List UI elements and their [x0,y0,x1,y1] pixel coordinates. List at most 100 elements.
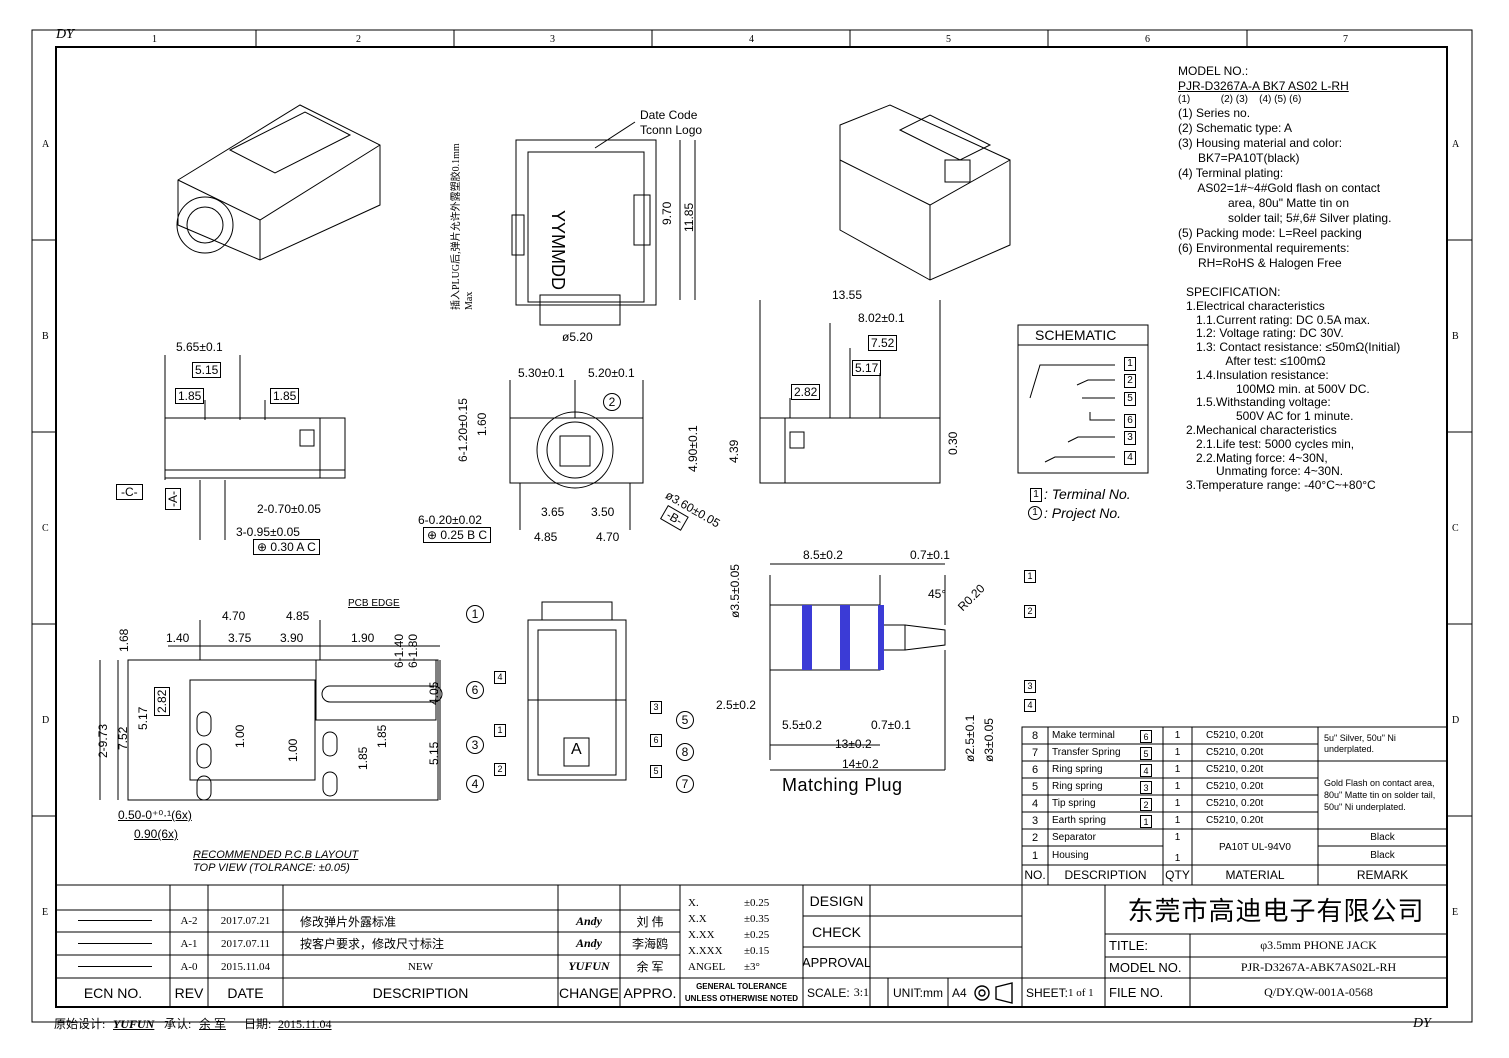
bom-qty: 1 [1174,815,1181,826]
zone-A-right: A [1452,139,1460,150]
schematic-pin-3: 3 [1124,431,1136,445]
bom-qty: 1 [1174,832,1181,843]
bom-no: 7 [1031,746,1039,759]
title-label: TITLE: [1109,938,1149,953]
plug-dim-5-5: 5.5±0.2 [782,718,822,732]
pcb-dim-5-15: 5.15 [427,741,441,765]
hdr-date: DATE [227,984,264,1001]
pcb-dim-1-00-a: 1.00 [233,724,247,748]
spec-heading: SPECIFICATION: [1186,285,1281,299]
label-pcb-edge: PCB EDGE [348,598,400,609]
tol-val: ±0.25 [744,897,770,909]
company-name: 东莞市高迪电子有限公司 [1127,897,1425,926]
bom-term: 1 [1140,815,1152,828]
tol-val: ±3° [744,961,760,973]
spec-line-8: 500V AC for 1 minute. [1186,409,1354,424]
pcb-dim-1-85-a: 1.85 [375,724,389,748]
ecn-blank-3 [78,966,152,967]
label-check: CHECK [811,923,861,940]
bom-desc: Transfer Spring [1052,747,1121,758]
datum-c: -C- [116,484,143,500]
schematic-pin-2: 2 [1124,374,1136,388]
pcb-dim-0-50: 0.50-0⁺⁰·¹(6x) [118,808,192,822]
proj-5: 5 [676,711,694,729]
model-heading: MODEL NO.: [1178,64,1249,78]
model-block: MODEL NO.: PJR-D3267A-A BK7 AS02 L-RH (1… [1178,64,1391,271]
pcb-subtitle: TOP VIEW (TOLRANCE: ±0.05) [193,862,350,874]
proj-1: 1 [466,605,484,623]
zone-6: 6 [1145,34,1150,45]
schematic-pin-1: 1 [1124,357,1136,371]
pcb-dim-2-82: 2.82 [154,686,170,716]
bom-header-remark: REMARK [1356,868,1409,882]
hdr-change: CHANGE [559,984,619,1001]
bom-qty: 1 [1174,853,1181,864]
bom-desc: Ring spring [1052,764,1103,775]
zone-D: D [42,715,50,726]
footer-date-label: 日期: [244,1017,272,1031]
bom-term: 2 [1140,798,1152,811]
pcb-dim-1-85-b: 1.85 [356,746,370,770]
bom-desc: Separator [1052,832,1096,843]
dim-7-52: 7.52 [868,335,898,351]
dim-11-85: 11.85 [682,202,696,232]
bom-mat: C5210, 0.20t [1206,764,1264,775]
ecn-blank-2 [78,943,152,944]
note-cn-exposure: 插入PLUG后,弹片允许外露塑胶0.1mm Max [451,143,475,310]
plug-dim-d2-5: ø2.5±0.1 [963,714,977,762]
jack-isometric-left [176,104,381,261]
spec-line-1: 1.1.Current rating: DC 0.5A max. [1186,312,1371,327]
spec-line-12: Unmating force: 4~30N. [1186,464,1344,479]
plug-bands [802,605,884,670]
label-tconn-logo: Tconn Logo [640,123,703,137]
pcb-layout [99,620,443,801]
proj-4: 4 [466,775,484,793]
rev-code: A-2 [180,915,198,927]
dim-1-85-b: 1.85 [270,388,300,404]
spec-line-4: After test: ≤100mΩ [1186,353,1326,368]
model-label: MODEL NO. [1109,960,1182,975]
bom-term: 6 [1140,730,1152,743]
bom-header-material: MATERIAL [1225,868,1285,882]
rev-desc: 修改弹片外露标准 [300,914,397,929]
bom-term: 5 [1140,747,1152,760]
dim-6-0-20: 6-0.20±0.02 [418,513,482,527]
rev-approve: 李海鸥 [631,937,668,951]
ecn-blank-1 [78,920,152,921]
spec-line-5: 1.4.Insulation resistance: [1186,367,1329,382]
dim-13-55: 13.55 [832,288,863,302]
bom-header-description: DESCRIPTION [1064,868,1147,882]
model-line-8: (5) Packing mode: L=Reel packing [1178,226,1362,240]
zone-ticks [32,30,1472,817]
plug-dim-d3-5: ø3.5±0.05 [728,564,742,618]
rev-desc: 按客户要求，修改尺寸标注 [300,937,445,951]
projection-symbol [974,982,1013,1004]
zone-7: 7 [1343,34,1348,45]
inner-border [55,46,1448,1008]
bom-no: 3 [1031,814,1039,827]
label-matching-plug: Matching Plug [782,775,903,795]
model-code-index: (1) (2) (3) (4) (5) (6) [1178,94,1302,105]
plug-pin-1: 1 [1024,570,1036,583]
rev-date: 2015.11.04 [220,960,271,973]
side-term-2: 2 [494,763,506,776]
datum-a: -A- [165,488,181,510]
dim-2-0-70: 2-0.70±0.05 [257,502,321,516]
dim-5-15: 5.15 [192,362,222,378]
dim-4-90: 4.90±0.1 [686,425,700,472]
bom-header-qty: QTY [1165,868,1190,882]
bom-qty: 1 [1174,764,1181,775]
tol-val: ±0.35 [744,913,770,925]
pcb-dim-2-9-73: 2-9.73 [96,723,110,758]
pcb-dim-1-40: 1.40 [166,631,190,645]
bom-no: 4 [1031,797,1039,810]
rev-change: Andy [575,913,602,928]
dim-5-17: 5.17 [852,360,882,376]
zone-3: 3 [550,34,555,45]
tol-key: X.XXX [688,945,723,957]
spec-line-2: 1.2: Voltage rating: DC 30V. [1186,326,1344,341]
bom-term: 3 [1140,781,1152,794]
spec-line-3: 1.3: Contact resistance: ≤50mΩ(Initial) [1186,340,1401,355]
plug-dim-45: 45° [928,587,947,601]
schematic-pin-6: 6 [1124,414,1136,428]
